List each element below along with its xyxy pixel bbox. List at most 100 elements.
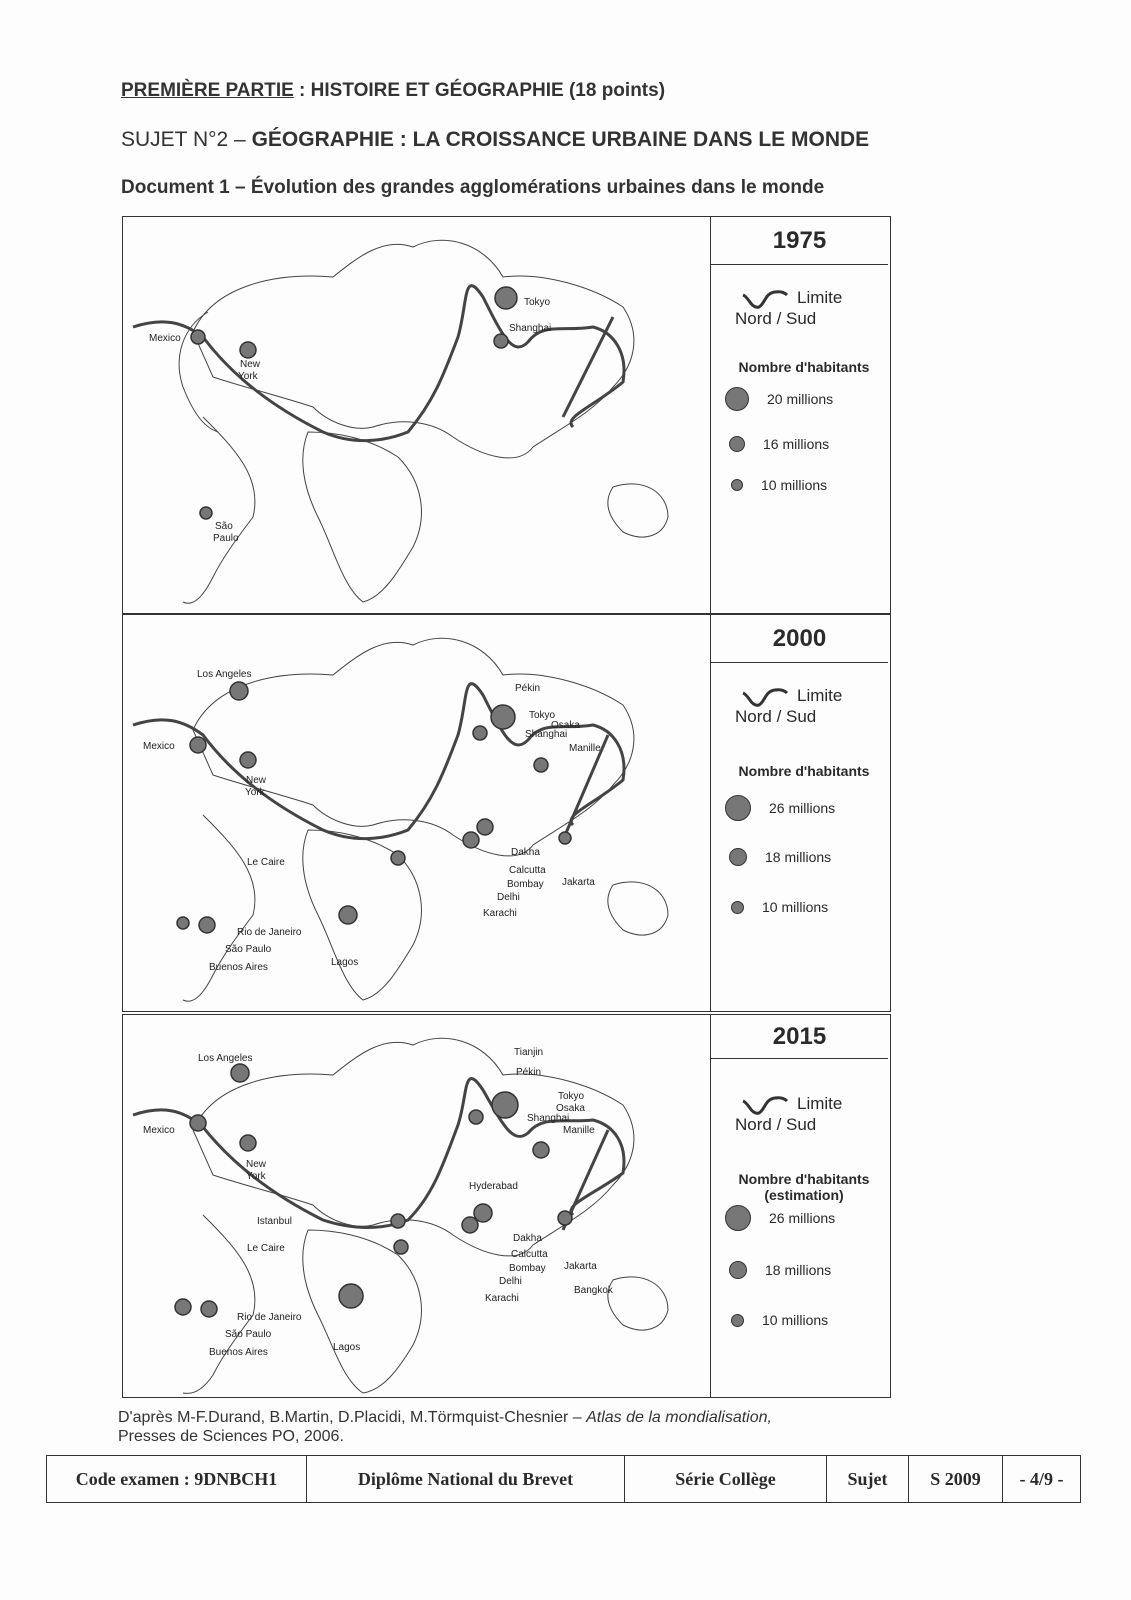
city-label-mexico: Mexico: [143, 1125, 175, 1136]
city-dot-bombay: [461, 1216, 479, 1234]
city-dot-new-york: [239, 1134, 257, 1152]
limit-label: Limite: [797, 1094, 843, 1113]
city-label-sao-paulo: São Paulo: [225, 1329, 272, 1340]
city-label-mexico: Mexico: [149, 333, 181, 344]
subject-title: GÉOGRAPHIE : LA CROISSANCE URBAINE DANS …: [251, 128, 870, 151]
city-label-calcutta: Calcutta: [511, 1249, 548, 1260]
city-label-new-york-1: New: [246, 775, 267, 786]
limit-line-icon: [742, 290, 789, 309]
city-dot-tokyo: [490, 704, 516, 730]
north-south-label: Nord / Sud: [735, 1115, 817, 1134]
map-drawing: Mexico New York Tokyo Shanghai São Paulo: [132, 239, 669, 604]
city-dot-shanghai: [493, 333, 509, 349]
city-dot-mexico: [189, 1114, 207, 1132]
page-number: - 4/9 -: [1019, 1468, 1064, 1489]
city-dot-manille: [533, 757, 549, 773]
city-label-manille: Manille: [569, 743, 601, 754]
city-label-dakha: Dakha: [511, 847, 540, 858]
city-label-buenos-aires: Buenos Aires: [209, 962, 268, 973]
city-label-dakha: Dakha: [513, 1233, 542, 1244]
source-authors: D'après M-F.Durand, B.Martin, D.Placidi,…: [118, 1409, 587, 1426]
limit-legend: Limite Nord / Sud: [735, 685, 842, 727]
size-legend-small: 10 millions: [725, 477, 827, 493]
year-label-2015: 2015: [711, 1015, 888, 1059]
city-dot-le-caire: [390, 850, 406, 866]
circle-medium-icon: [729, 848, 747, 866]
limit-line-icon: [742, 1096, 789, 1115]
circle-large-icon: [725, 1205, 751, 1231]
population-title: Nombre d'habitants: [738, 359, 870, 375]
city-label-lagos: Lagos: [333, 1342, 360, 1353]
city-label-shanghai: Shanghai: [525, 729, 567, 740]
map-panel-1975: Mexico New York Tokyo Shanghai São Paulo…: [122, 216, 891, 614]
city-label-jakarta: Jakarta: [564, 1261, 597, 1272]
city-label-hyderabad: Hyderabad: [469, 1181, 518, 1192]
limit-legend: Limite Nord / Sud: [735, 287, 842, 329]
circle-large-icon: [725, 387, 749, 411]
city-dot-sao-paulo: [200, 1300, 218, 1318]
size-label: 10 millions: [762, 899, 829, 915]
city-label-mexico: Mexico: [143, 741, 175, 752]
size-legend-small: 10 millions: [725, 899, 828, 915]
city-dot-jakarta: [558, 831, 572, 845]
world-map-1975: Mexico New York Tokyo Shanghai São Paulo: [123, 217, 711, 613]
city-dot-bombay: [462, 831, 480, 849]
population-title: Nombre d'habitants: [738, 763, 870, 779]
subject-number: SUJET N°2 –: [121, 128, 252, 151]
document-title: Document 1 – Évolution des grandes agglo…: [121, 177, 825, 198]
city-dot-lagos: [338, 1283, 364, 1309]
limit-legend: Limite Nord / Sud: [735, 1093, 842, 1135]
part-heading: PREMIÈRE PARTIE : HISTOIRE ET GÉOGRAPHIE…: [121, 80, 665, 102]
city-dot-shanghai: [468, 1109, 484, 1125]
city-dot-new-york: [239, 751, 257, 769]
city-dot-le-caire: [393, 1239, 409, 1255]
population-legend-title: Nombre d'habitants (estimation): [729, 1171, 879, 1203]
population-legend-title: Nombre d'habitants: [729, 763, 879, 779]
map-drawing: Los Angeles Mexico New York Pékin Tokyo …: [132, 637, 669, 1002]
circle-medium-icon: [729, 436, 745, 452]
north-south-label: Nord / Sud: [735, 707, 817, 726]
size-legend-medium: 16 millions: [725, 436, 829, 452]
size-label: 10 millions: [762, 1312, 829, 1328]
subject-heading: SUJET N°2 – GÉOGRAPHIE : LA CROISSANCE U…: [121, 128, 869, 152]
size-legend-medium: 18 millions: [725, 1261, 831, 1279]
city-label-sao-paulo-1: São: [215, 521, 233, 532]
city-label-shanghai: Shanghai: [509, 323, 551, 334]
size-label: 16 millions: [763, 436, 830, 452]
source-citation: D'après M-F.Durand, B.Martin, D.Placidi,…: [118, 1408, 772, 1446]
circle-small-icon: [731, 1313, 744, 1327]
city-label-new-york-2: York: [238, 371, 259, 382]
population-subtitle: (estimation): [764, 1187, 844, 1203]
city-label-pekin: Pékin: [516, 1067, 541, 1078]
city-label-bombay: Bombay: [507, 879, 544, 890]
circle-large-icon: [725, 795, 751, 821]
city-label-los-angeles: Los Angeles: [198, 1053, 253, 1064]
map-panel-2000: Los Angeles Mexico New York Pékin Tokyo …: [122, 614, 891, 1012]
city-label-shanghai: Shanghai: [527, 1113, 569, 1124]
city-label-los-angeles: Los Angeles: [197, 669, 252, 680]
city-dot-manille: [532, 1141, 550, 1159]
population-title: Nombre d'habitants: [738, 1171, 870, 1187]
part-label: PREMIÈRE PARTIE: [121, 80, 294, 101]
circle-medium-icon: [729, 1261, 747, 1279]
source-book-title: Atlas de la mondialisation,: [586, 1409, 772, 1426]
city-dot-sao-paulo: [198, 916, 216, 934]
size-label: 18 millions: [765, 1262, 832, 1278]
size-label: 20 millions: [767, 391, 834, 407]
city-dot-mexico: [189, 736, 207, 754]
city-label-manille: Manille: [563, 1125, 595, 1136]
limit-label: Limite: [797, 288, 843, 307]
city-label-buenos-aires: Buenos Aires: [209, 1347, 268, 1358]
city-dot-los-angeles: [229, 681, 249, 701]
size-legend-small: 10 millions: [725, 1312, 828, 1328]
city-label-osaka: Osaka: [556, 1103, 585, 1114]
city-label-istanbul: Istanbul: [257, 1216, 292, 1227]
size-label: 18 millions: [765, 849, 832, 865]
size-legend-large: 26 millions: [725, 1205, 835, 1231]
city-label-le-caire: Le Caire: [247, 1243, 285, 1254]
city-label-delhi: Delhi: [499, 1276, 522, 1287]
exam-code: Code examen : 9DNBCH1: [47, 1456, 307, 1502]
map-drawing: Los Angeles Mexico New York Tianjin Péki…: [132, 1037, 669, 1394]
city-label-rio: Rio de Janeiro: [237, 927, 302, 938]
city-label-le-caire: Le Caire: [247, 857, 285, 868]
